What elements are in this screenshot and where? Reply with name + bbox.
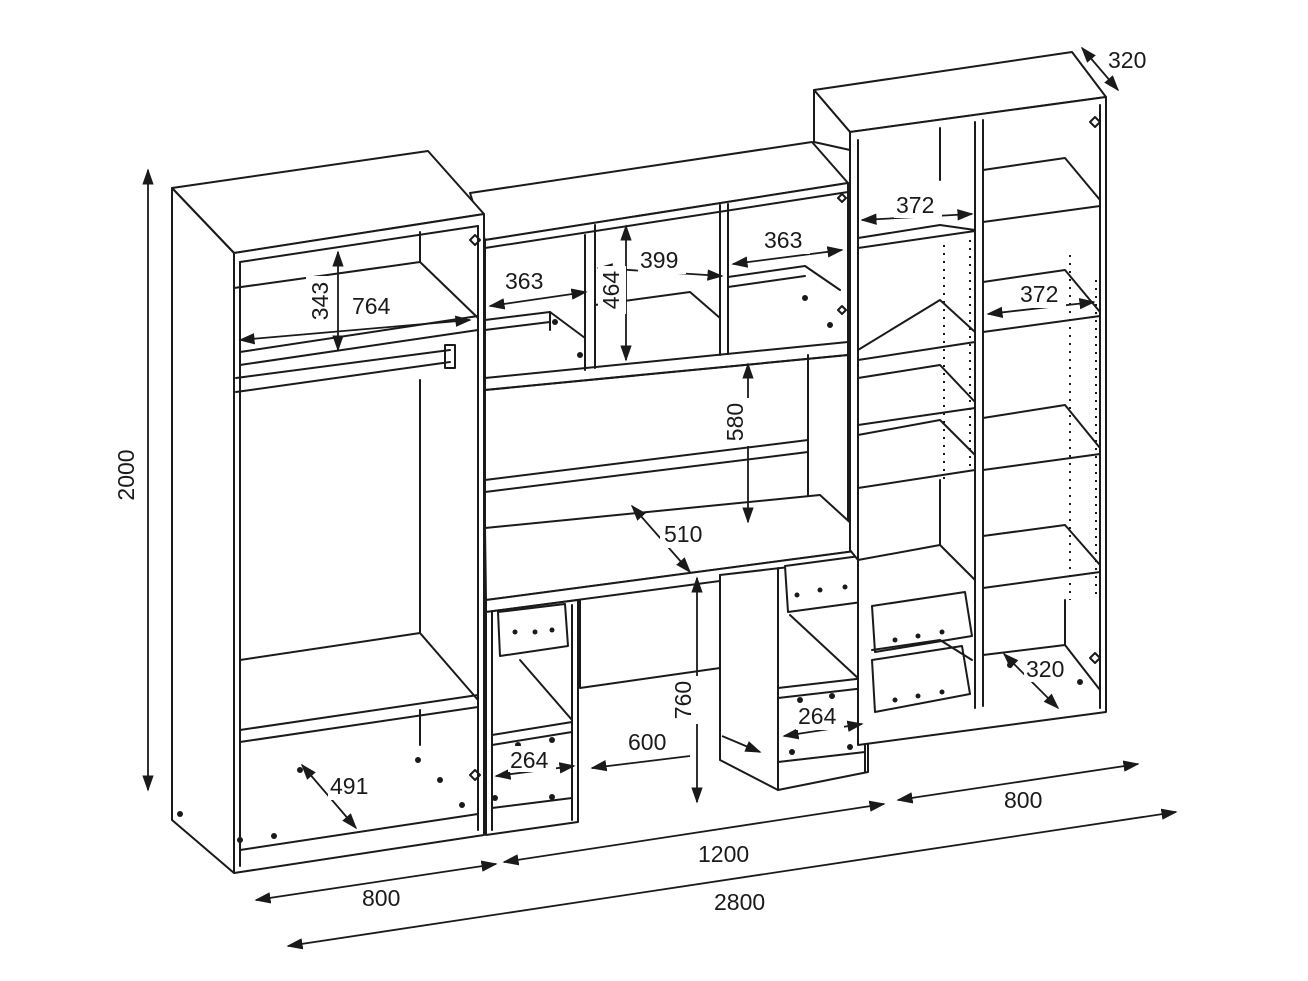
label-top-shelf-b: 399 (640, 247, 678, 273)
label-pedestal-left: 264 (510, 747, 549, 773)
label-right-shelf-b: 372 (1020, 281, 1058, 307)
label-left-width: 800 (362, 885, 400, 911)
label-depth-top: 320 (1108, 47, 1146, 73)
label-wardrobe-top-width: 764 (352, 293, 391, 319)
left-wardrobe (171, 150, 485, 874)
dimension-labels: 2000 320 800 1200 800 2800 343 764 491 3… (113, 47, 1146, 915)
label-desk-height: 760 (670, 681, 696, 719)
label-total-height: 2000 (113, 449, 139, 500)
label-right-shelf-a: 372 (896, 192, 934, 218)
label-right-bottom-depth: 320 (1026, 656, 1064, 682)
label-center-width: 1200 (698, 841, 749, 867)
label-desk-clearance: 580 (722, 403, 748, 441)
label-top-shelf-height: 464 (598, 271, 624, 310)
label-top-shelf-c: 363 (764, 227, 802, 253)
label-knee-width: 600 (628, 729, 666, 755)
label-desk-depth: 510 (664, 521, 702, 547)
label-right-width: 800 (1004, 787, 1042, 813)
label-wardrobe-bottom-depth: 491 (330, 773, 368, 799)
label-pedestal-right: 264 (798, 703, 837, 729)
label-total-width: 2800 (714, 889, 765, 915)
label-wardrobe-top-height: 343 (307, 282, 333, 320)
label-top-shelf-a: 363 (505, 268, 543, 294)
right-shelf-unit (813, 51, 1107, 746)
